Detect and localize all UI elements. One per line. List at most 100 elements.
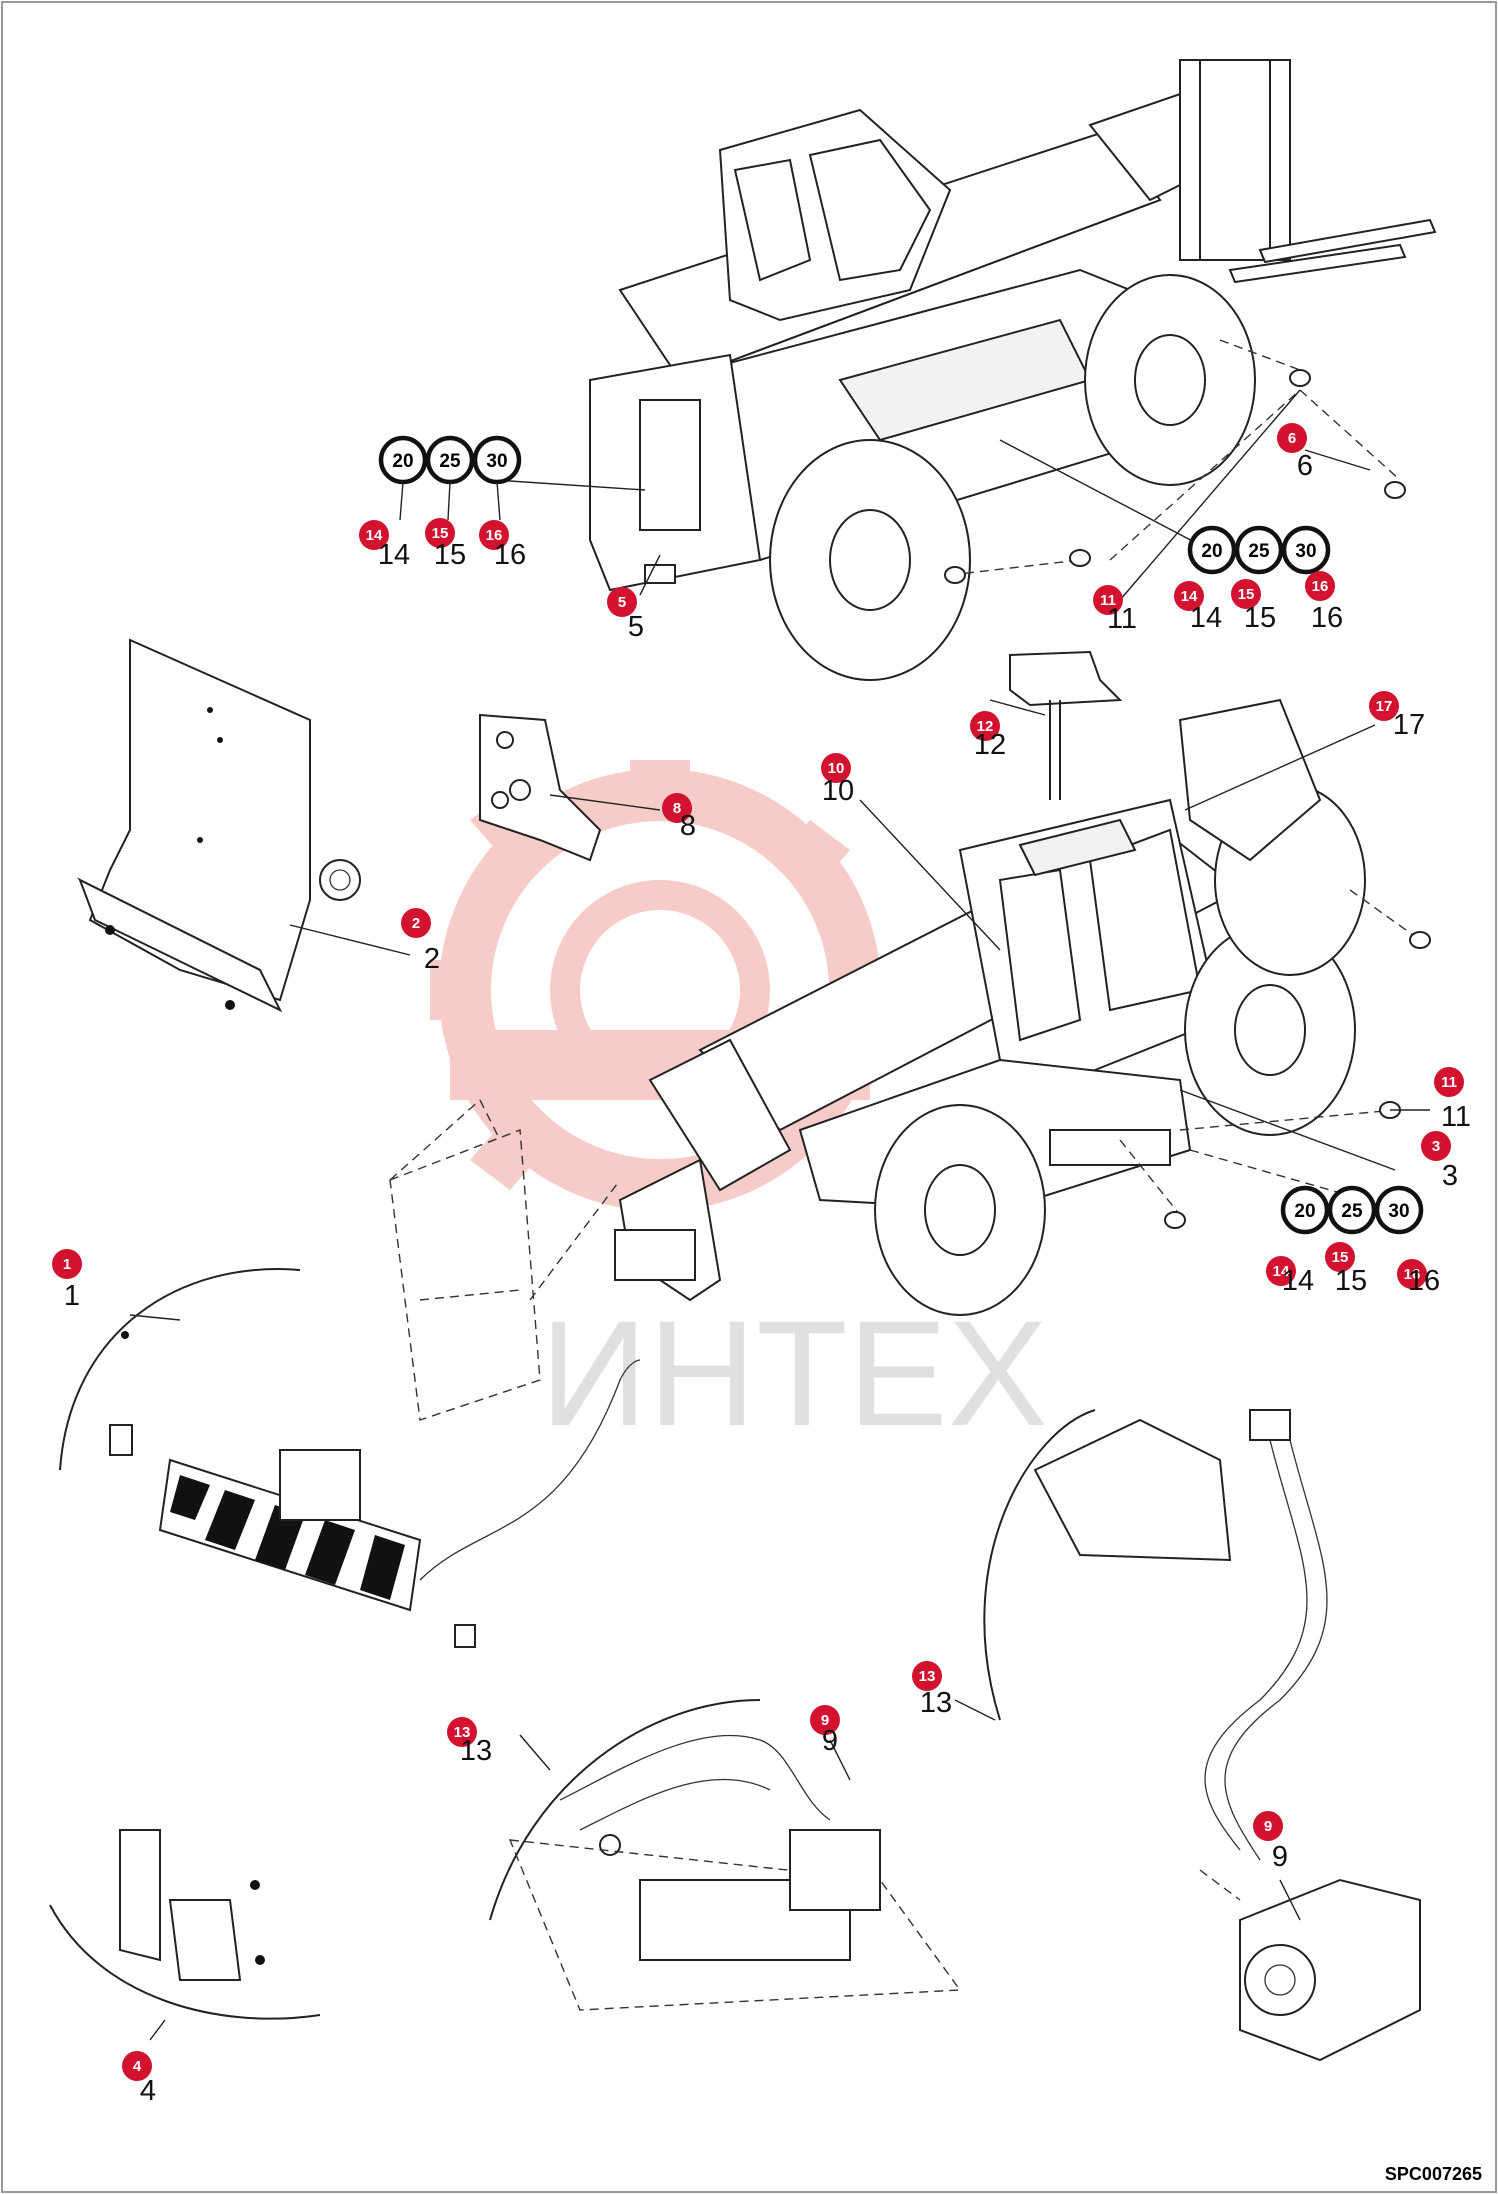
callout-14-middle[interactable]: 14 14 [1266, 1256, 1314, 1297]
callout-10[interactable]: 10 10 [821, 753, 854, 807]
svg-text:14: 14 [1190, 602, 1222, 634]
speed-sign-30: 30 [486, 451, 507, 472]
svg-text:12: 12 [977, 718, 994, 735]
svg-text:13: 13 [920, 1687, 952, 1719]
telehandler-front-view [614, 650, 1431, 1316]
speed-sign-30: 30 [1295, 541, 1316, 562]
callout-15-top-right[interactable]: 15 15 [1231, 579, 1276, 634]
callout-2[interactable]: 2 2 [401, 908, 440, 975]
speed-signs-group-3: 20 25 30 [1280, 1185, 1424, 1235]
svg-text:9: 9 [1264, 1818, 1272, 1835]
svg-text:3: 3 [1432, 1138, 1440, 1155]
leader-lines [129, 389, 1430, 2041]
svg-text:4: 4 [140, 2075, 156, 2107]
svg-text:1: 1 [63, 1256, 71, 1273]
svg-text:3: 3 [1442, 1160, 1458, 1192]
bracket-plate-part-2 [77, 638, 411, 1013]
svg-text:10: 10 [828, 760, 845, 777]
speed-sign-20: 20 [392, 451, 413, 472]
svg-text:15: 15 [434, 539, 466, 571]
svg-text:15: 15 [1335, 1265, 1367, 1297]
speed-sign-25: 25 [1248, 541, 1270, 562]
svg-text:15: 15 [432, 525, 449, 542]
svg-text:13: 13 [460, 1735, 492, 1767]
speed-sign-25: 25 [439, 451, 461, 472]
callout-13-left[interactable]: 13 13 [447, 1717, 492, 1767]
speed-sign-25: 25 [1341, 1201, 1363, 1222]
callout-16-top-left[interactable]: 16 16 [479, 520, 526, 571]
svg-text:9: 9 [1272, 1841, 1288, 1873]
svg-text:9: 9 [822, 1725, 838, 1757]
callout-16-top-right[interactable]: 16 16 [1305, 571, 1343, 634]
svg-text:11: 11 [1107, 603, 1137, 635]
svg-text:13: 13 [919, 1668, 936, 1685]
svg-text:14: 14 [378, 539, 410, 571]
svg-text:2: 2 [412, 915, 420, 932]
svg-text:4: 4 [133, 2058, 142, 2075]
callout-9-right[interactable]: 9 9 [1253, 1811, 1288, 1873]
svg-text:13: 13 [454, 1724, 471, 1741]
svg-text:5: 5 [628, 611, 644, 643]
svg-text:14: 14 [1273, 1263, 1290, 1280]
svg-text:1: 1 [64, 1280, 80, 1312]
speed-sign-30: 30 [1388, 1201, 1409, 1222]
speed-signs-group-2: 20 25 30 [1187, 525, 1331, 575]
callout-15-top-left[interactable]: 15 15 [425, 518, 466, 571]
callout-6[interactable]: 6 6 [1277, 423, 1313, 482]
callout-9-left[interactable]: 9 9 [810, 1705, 840, 1757]
callout-12[interactable]: 12 12 [970, 711, 1006, 761]
svg-text:2: 2 [424, 943, 440, 975]
hose-assembly-left [489, 1699, 962, 2011]
callout-13-right[interactable]: 13 13 [912, 1661, 952, 1719]
callout-16-middle[interactable]: 16 16 [1397, 1259, 1440, 1297]
small-bracket-part-8 [479, 713, 661, 862]
speed-sign-20: 20 [1294, 1201, 1315, 1222]
svg-text:17: 17 [1376, 698, 1393, 715]
document-holder-part-4 [49, 1829, 321, 2020]
speed-signs-group-1: 20 25 30 [378, 435, 522, 521]
svg-text:16: 16 [1408, 1265, 1440, 1297]
hose-assembly-right [983, 1409, 1421, 2062]
callout-17[interactable]: 17 17 [1369, 691, 1425, 741]
callout-11-top[interactable]: 11 11 [1093, 585, 1137, 635]
svg-text:8: 8 [673, 800, 681, 817]
svg-text:9: 9 [821, 1712, 829, 1729]
svg-text:15: 15 [1244, 602, 1276, 634]
svg-text:15: 15 [1332, 1249, 1349, 1266]
fork-attachment-dashed [389, 1099, 621, 1421]
svg-text:14: 14 [1282, 1265, 1314, 1297]
svg-text:11: 11 [1100, 592, 1116, 609]
svg-text:11: 11 [1441, 1101, 1471, 1133]
callout-4[interactable]: 4 4 [122, 2051, 156, 2107]
callout-5[interactable]: 5 5 [607, 587, 644, 643]
svg-text:16: 16 [1312, 578, 1329, 595]
svg-text:5: 5 [618, 594, 626, 611]
callout-11-middle[interactable]: 11 11 [1434, 1067, 1471, 1133]
svg-text:6: 6 [1297, 450, 1313, 482]
svg-text:16: 16 [486, 527, 503, 544]
svg-text:16: 16 [1311, 602, 1343, 634]
callout-14-top-left[interactable]: 14 14 [359, 520, 410, 571]
speed-sign-20: 20 [1201, 541, 1222, 562]
callout-3[interactable]: 3 3 [1421, 1131, 1458, 1192]
svg-text:14: 14 [366, 527, 383, 544]
callout-15-middle[interactable]: 15 15 [1325, 1242, 1367, 1297]
svg-text:16: 16 [494, 539, 526, 571]
callout-8[interactable]: 8 8 [662, 793, 696, 842]
svg-text:16: 16 [1404, 1266, 1421, 1283]
warning-plate-assembly-part-1 [59, 1268, 641, 1648]
svg-text:12: 12 [974, 729, 1006, 761]
callout-1[interactable]: 1 1 [52, 1249, 82, 1312]
callouts[interactable]: 1 1 2 2 3 3 4 4 5 5 6 6 [52, 423, 1471, 2107]
svg-text:15: 15 [1238, 586, 1255, 603]
svg-text:17: 17 [1393, 709, 1425, 741]
svg-text:11: 11 [1441, 1074, 1457, 1091]
svg-text:14: 14 [1181, 588, 1198, 605]
telehandler-rear-view [588, 59, 1437, 681]
drawing-code: SPC007265 [1385, 2164, 1482, 2184]
svg-text:10: 10 [822, 775, 854, 807]
svg-text:8: 8 [680, 810, 696, 842]
callout-14-top-right[interactable]: 14 14 [1174, 581, 1222, 634]
svg-text:6: 6 [1288, 430, 1296, 447]
